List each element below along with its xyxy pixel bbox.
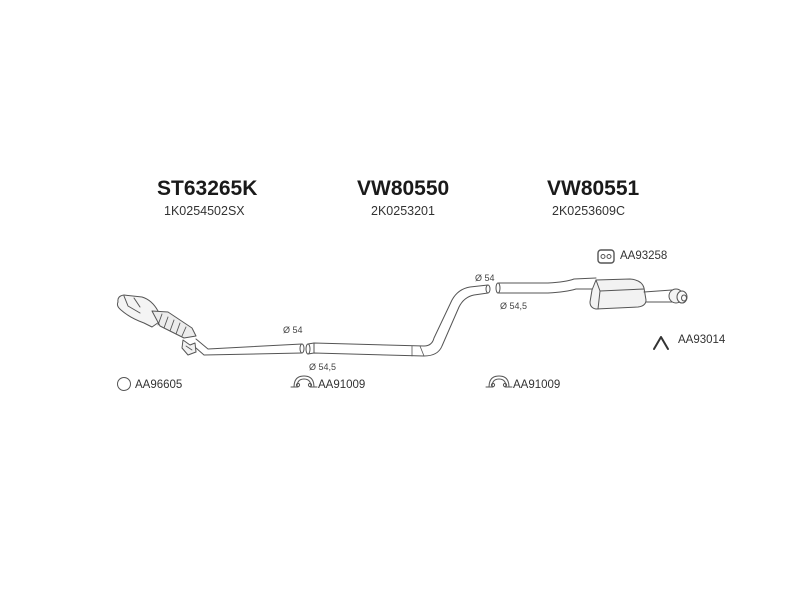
clamp-code-left: AA91009: [318, 379, 366, 391]
clamp-icon-right: [485, 375, 513, 388]
part-code-middle-pipe: VW80550: [357, 177, 450, 200]
oem-number-catalytic-converter: 1K0254502SX: [164, 204, 245, 218]
part-code-rear-silencer: VW80551: [547, 177, 640, 200]
rear-silencer-part: [495, 277, 688, 310]
oem-number-rear-silencer: 2K0253609C: [552, 204, 625, 218]
catalytic-converter-part: [116, 294, 305, 356]
diameter-label-1: Ø 54: [283, 325, 303, 335]
bracket-icon: [653, 336, 669, 350]
gasket-ring-icon: [117, 377, 131, 391]
middle-pipe-part: [305, 284, 491, 357]
gasket-ring-code: AA96605: [135, 379, 183, 391]
part-code-catalytic-converter: ST63265K: [157, 177, 258, 200]
bracket-code: AA93014: [678, 334, 726, 346]
diameter-label-2: Ø 54,5: [309, 362, 337, 372]
oem-number-middle-pipe: 2K0253201: [371, 204, 435, 218]
clamp-code-right: AA91009: [513, 379, 561, 391]
diameter-label-3: Ø 54: [475, 273, 495, 283]
rubber-hanger-code: AA93258: [620, 250, 668, 262]
rubber-hanger-icon: [597, 249, 615, 264]
clamp-icon-left: [290, 375, 318, 388]
diameter-label-4: Ø 54,5: [500, 301, 528, 311]
